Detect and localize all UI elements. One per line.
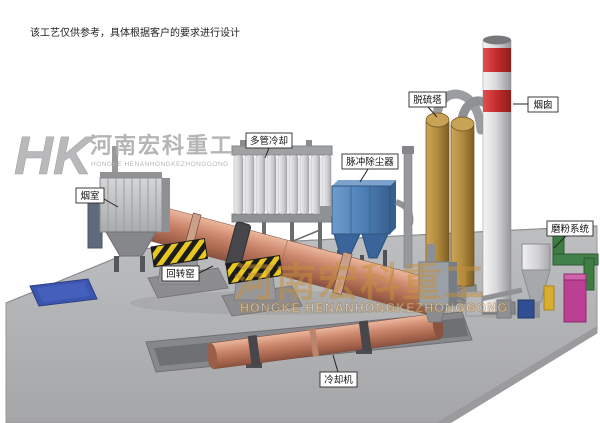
label-cooling-machine: 冷却机 bbox=[319, 354, 358, 388]
label-text: 烟囱 bbox=[533, 99, 552, 111]
label-smoke-chamber: 烟室 bbox=[75, 187, 119, 208]
magenta-unit bbox=[563, 279, 587, 323]
label-desulfurization-tower: 脱硫塔 bbox=[408, 91, 447, 118]
label-box bbox=[319, 371, 358, 388]
label-grinding-system: 磨粉系统 bbox=[546, 220, 594, 249]
leader-line bbox=[427, 106, 438, 118]
label-text: 脉冲除尘器 bbox=[346, 156, 394, 168]
logo-company-cn: 河南宏科重工 bbox=[90, 133, 234, 158]
multi-tube-cooler bbox=[231, 140, 333, 272]
blue-foundation-pad bbox=[29, 278, 98, 307]
cooling-machine bbox=[206, 313, 444, 370]
smoke-chamber-unit bbox=[87, 146, 170, 272]
cyclone-cone bbox=[521, 269, 551, 303]
chimney bbox=[478, 35, 516, 315]
label-text: 多管冷却 bbox=[250, 135, 288, 147]
logo-monogram: HK bbox=[14, 126, 96, 186]
label-box bbox=[161, 265, 200, 282]
blue-unit bbox=[517, 299, 535, 319]
logo-company-en: HONGKE HENANHONGKEZHONGGONG bbox=[91, 161, 229, 168]
leader-line bbox=[332, 354, 339, 373]
leader-line bbox=[359, 168, 369, 183]
label-rotary-kiln: 回转窑 bbox=[161, 265, 214, 282]
label-text: 磨粉系统 bbox=[551, 223, 590, 235]
label-text: 冷却机 bbox=[324, 374, 353, 386]
logo-watermark: HK 河南宏科重工 HONGKE HENANHONGKEZHONGGONG bbox=[14, 126, 234, 187]
riding-ring bbox=[332, 251, 353, 296]
leader-line bbox=[103, 198, 119, 208]
cyclone-body bbox=[521, 243, 551, 271]
label-multi-tube-cooler: 多管冷却 bbox=[245, 132, 293, 159]
label-box bbox=[341, 153, 399, 170]
watermark-en-text: HONGKE HENANHONGKEZHONGGONG bbox=[240, 301, 508, 315]
label-box bbox=[245, 132, 293, 149]
disclaimer-note: 该工艺仅供参考，具体根据客户的要求进行设计 bbox=[30, 26, 240, 39]
label-box bbox=[546, 220, 594, 237]
stack-pipe bbox=[112, 146, 118, 176]
cooler-tubes bbox=[233, 154, 332, 215]
kiln-head bbox=[418, 244, 457, 323]
label-box bbox=[75, 187, 105, 204]
riser-pipe bbox=[402, 146, 414, 269]
label-box bbox=[408, 91, 447, 108]
label-text: 回转窑 bbox=[166, 268, 195, 280]
yellow-unit bbox=[543, 285, 555, 311]
label-pulse-dust-collector: 脉冲除尘器 bbox=[341, 153, 399, 183]
label-box bbox=[527, 96, 559, 113]
leader-line bbox=[198, 265, 214, 274]
label-text: 烟室 bbox=[80, 190, 99, 202]
label-chimney: 烟囱 bbox=[513, 96, 559, 113]
pulse-dust-collector bbox=[320, 180, 414, 279]
hazard-guards bbox=[150, 237, 284, 285]
center-watermark: 河南宏科重工 HONGKE HENANHONGKEZHONGGONG bbox=[234, 261, 508, 315]
leader-line bbox=[553, 235, 567, 249]
desulfurization-towers bbox=[423, 89, 505, 304]
leader-line bbox=[264, 147, 270, 159]
watermark-cn-text: 河南宏科重工 bbox=[234, 261, 486, 305]
green-pipe-horizontal bbox=[552, 253, 599, 266]
label-text: 脱硫塔 bbox=[413, 94, 442, 106]
